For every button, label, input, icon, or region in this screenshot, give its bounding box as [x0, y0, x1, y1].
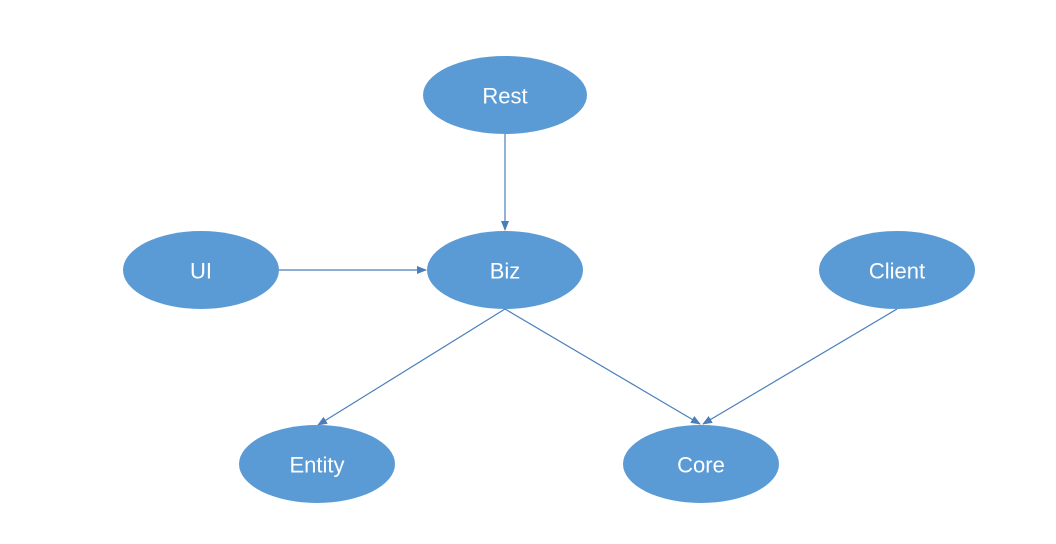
edge-biz-to-entity: [317, 308, 506, 426]
node-client-label: Client: [869, 259, 925, 284]
node-rest-shape: [423, 56, 587, 134]
node-entity-label: Entity: [289, 453, 344, 478]
edges: [279, 134, 898, 426]
node-core-label: Core: [677, 453, 725, 478]
edge-biz-to-core: [504, 308, 701, 425]
node-ui-shape: [123, 231, 279, 309]
node-biz: Biz: [427, 231, 583, 309]
node-core-shape: [623, 425, 779, 503]
node-biz-shape: [427, 231, 583, 309]
node-core: Core: [623, 425, 779, 503]
node-client-shape: [819, 231, 975, 309]
node-ui-label: UI: [190, 259, 212, 284]
node-entity-shape: [239, 425, 395, 503]
node-client: Client: [819, 231, 975, 309]
node-rest-label: Rest: [482, 84, 527, 109]
node-entity: Entity: [239, 425, 395, 503]
node-rest: Rest: [423, 56, 587, 134]
node-ui: UI: [123, 231, 279, 309]
edge-client-to-core: [702, 308, 898, 425]
node-biz-label: Biz: [490, 259, 521, 284]
